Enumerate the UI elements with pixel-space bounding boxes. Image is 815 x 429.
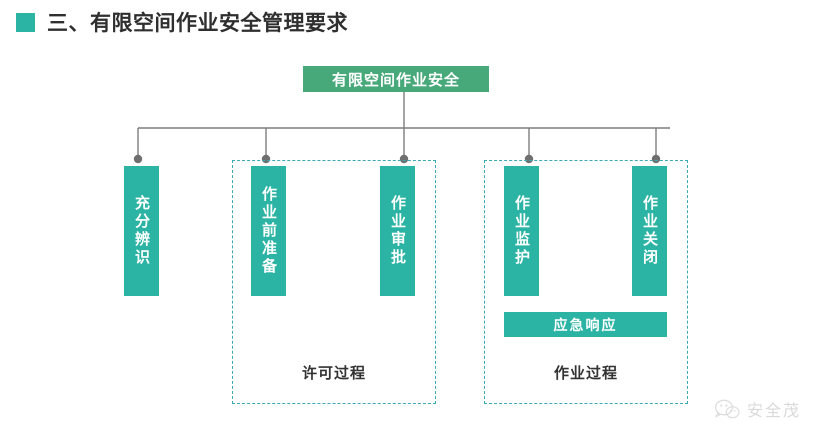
node-emergency-response[interactable]: 应急响应 [504,312,667,337]
square-bullet-icon [16,12,35,32]
watermark: 安全茂 [714,397,801,421]
node-pre-work-preparation[interactable]: 作业前准备 [251,166,286,296]
group-container-operation [484,160,688,404]
wechat-logo-icon [714,399,740,419]
group-label-operation: 作业过程 [553,365,618,382]
page-title-text: 三、有限空间作业安全管理要求 [47,12,348,35]
group-container-permit [232,160,436,404]
org-diagram: 有限空间作业安全 许可过程 作业过程 充分辨识 作业前准备 作业审批 作业监护 … [0,44,815,429]
page-title: 三、有限空间作业安全管理要求 [0,0,815,44]
group-label-permit: 许可过程 [301,365,366,382]
node-work-supervision[interactable]: 作业监护 [504,166,539,296]
watermark-text: 安全茂 [746,403,801,420]
node-sufficient-identification[interactable]: 充分辨识 [124,166,159,296]
node-work-approval[interactable]: 作业审批 [380,166,415,296]
node-work-closure[interactable]: 作业关闭 [632,166,667,296]
root-node[interactable]: 有限空间作业安全 [303,66,489,92]
